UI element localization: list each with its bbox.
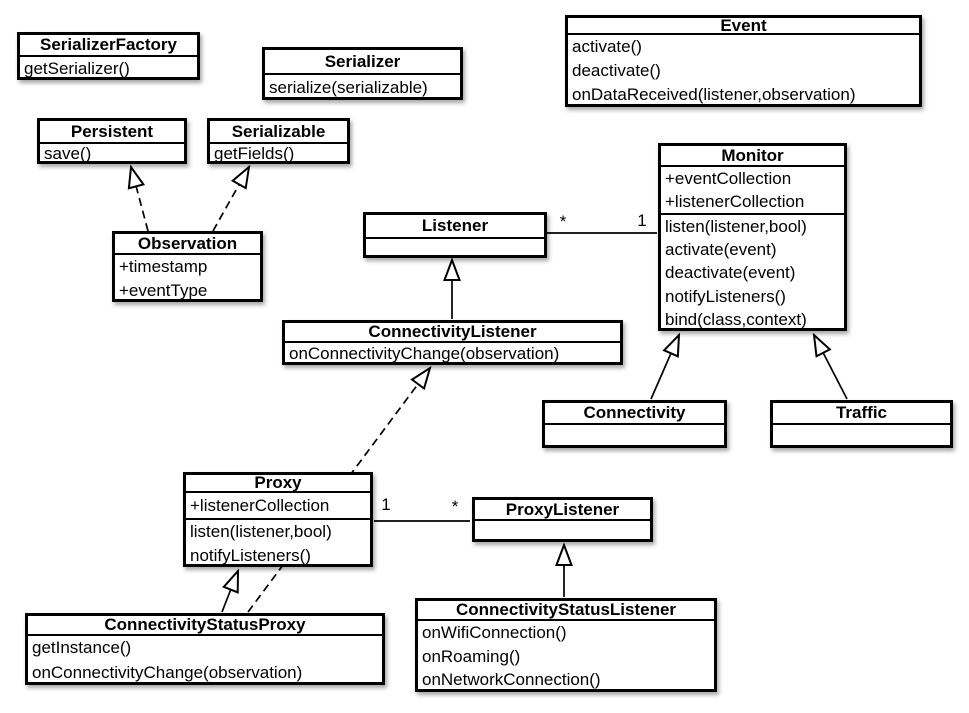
class-box-connectivity-status-proxy: ConnectivityStatusProxy getInstance() onCo…: [25, 613, 385, 685]
class-box-observation: Observation +timestamp +eventType: [112, 231, 263, 302]
multiplicity-label: *: [559, 212, 567, 231]
class-box-listener: Listener: [363, 212, 547, 258]
class-name-connectivity-status-listener: ConnectivityStatusListener: [418, 601, 714, 621]
edge-generalization-traffic-to-monitor: [814, 335, 848, 400]
edge-realization-connectivity-status-proxy-to-connectivity-listener: [247, 368, 430, 613]
class-member: bind(class,context): [665, 309, 807, 328]
multiplicity-label: 1: [637, 211, 647, 230]
class-name-proxy-listener: ProxyListener: [475, 500, 650, 521]
class-name-persistent: Persistent: [40, 121, 184, 144]
class-member: onNetworkConnection(): [422, 670, 601, 689]
class-name-connectivity-status-proxy: ConnectivityStatusProxy: [28, 616, 382, 636]
class-compartment: listen(listener,bool) notifyListeners(): [186, 518, 370, 564]
class-box-serializer-factory: SerializerFactory getSerializer(): [17, 32, 200, 80]
class-compartment: getInstance() onConnectivityChange(observ…: [28, 636, 382, 682]
class-compartment: getFields(): [210, 144, 347, 161]
class-compartment-empty: [773, 425, 950, 445]
class-member: onRoaming(): [422, 646, 521, 666]
class-compartment: onConnectivityChange(observation): [285, 343, 620, 362]
class-member: onWifiConnection(): [422, 623, 567, 642]
class-box-serializer: Serializer serialize(serializable): [262, 47, 463, 100]
class-compartment: +eventCollection +listenerCollection: [661, 167, 844, 213]
class-member: getFields(): [214, 144, 295, 161]
class-compartment: getSerializer(): [20, 57, 197, 77]
class-compartment: onWifiConnection() onRoaming() onNetworkCo…: [418, 621, 714, 689]
class-member: onConnectivityChange(observation): [289, 344, 560, 362]
class-member: notifyListeners(): [190, 545, 311, 565]
class-member: listen(listener,bool): [190, 522, 332, 541]
class-compartment: activate() deactivate() onDataReceived(lis…: [568, 35, 919, 104]
class-name-connectivity-listener: ConnectivityListener: [285, 323, 620, 343]
edge-realization-observation-to-serializable: [212, 167, 249, 232]
class-member: deactivate(): [572, 61, 661, 80]
class-name-traffic: Traffic: [773, 403, 950, 425]
class-member: activate(): [572, 37, 642, 56]
class-member: onDataReceived(listener,observation): [572, 85, 856, 104]
class-name-serializable: Serializable: [210, 121, 347, 144]
class-box-event: Event activate() deactivate() onDataReceive…: [565, 15, 922, 107]
class-name-serializer: Serializer: [265, 50, 460, 75]
class-member: serialize(serializable): [269, 78, 428, 97]
class-name-event: Event: [568, 18, 919, 35]
class-member: onConnectivityChange(observation): [32, 662, 303, 682]
multiplicity-label: 1: [381, 495, 391, 514]
class-box-traffic: Traffic: [770, 400, 953, 448]
class-name-serializer-factory: SerializerFactory: [20, 35, 197, 57]
class-compartment: serialize(serializable): [265, 75, 460, 97]
edge-generalization-connectivity-status-proxy-to-proxy: [221, 571, 238, 613]
class-compartment-empty: [475, 521, 650, 539]
class-compartment: +timestamp +eventType: [115, 255, 260, 299]
class-member: notifyListeners(): [665, 286, 786, 306]
class-name-monitor: Monitor: [661, 146, 844, 167]
class-member: getInstance(): [32, 638, 132, 657]
class-name-proxy: Proxy: [186, 475, 370, 493]
class-box-monitor: Monitor +eventCollection +listenerCollecti…: [658, 143, 847, 331]
class-name-connectivity: Connectivity: [545, 403, 724, 425]
class-member: listen(listener,bool): [665, 217, 807, 236]
class-box-proxy: Proxy +listenerCollection listen(listener,…: [183, 472, 373, 567]
class-name-observation: Observation: [115, 234, 260, 255]
class-member: save(): [44, 144, 92, 161]
multiplicity-label: *: [451, 497, 459, 516]
class-compartment-empty: [366, 239, 544, 255]
class-member: activate(event): [665, 240, 777, 260]
class-member: deactivate(event): [665, 263, 796, 283]
class-member: +eventType: [119, 280, 208, 300]
class-member: +timestamp: [119, 257, 208, 276]
class-member: +listenerCollection: [665, 192, 805, 211]
class-member: +eventCollection: [665, 169, 792, 188]
class-compartment: listen(listener,bool) activate(event) deac…: [661, 213, 844, 328]
edge-generalization-connectivity-to-monitor: [650, 335, 679, 400]
class-compartment: save(): [40, 144, 184, 161]
class-member: +listenerCollection: [190, 496, 330, 515]
class-box-proxy-listener: ProxyListener: [472, 497, 653, 542]
class-compartment: +listenerCollection: [186, 493, 370, 518]
class-compartment-empty: [545, 425, 724, 445]
class-name-listener: Listener: [366, 215, 544, 239]
class-member: getSerializer(): [24, 59, 130, 77]
class-box-connectivity: Connectivity: [542, 400, 727, 448]
edge-realization-observation-to-persistent: [131, 167, 149, 232]
